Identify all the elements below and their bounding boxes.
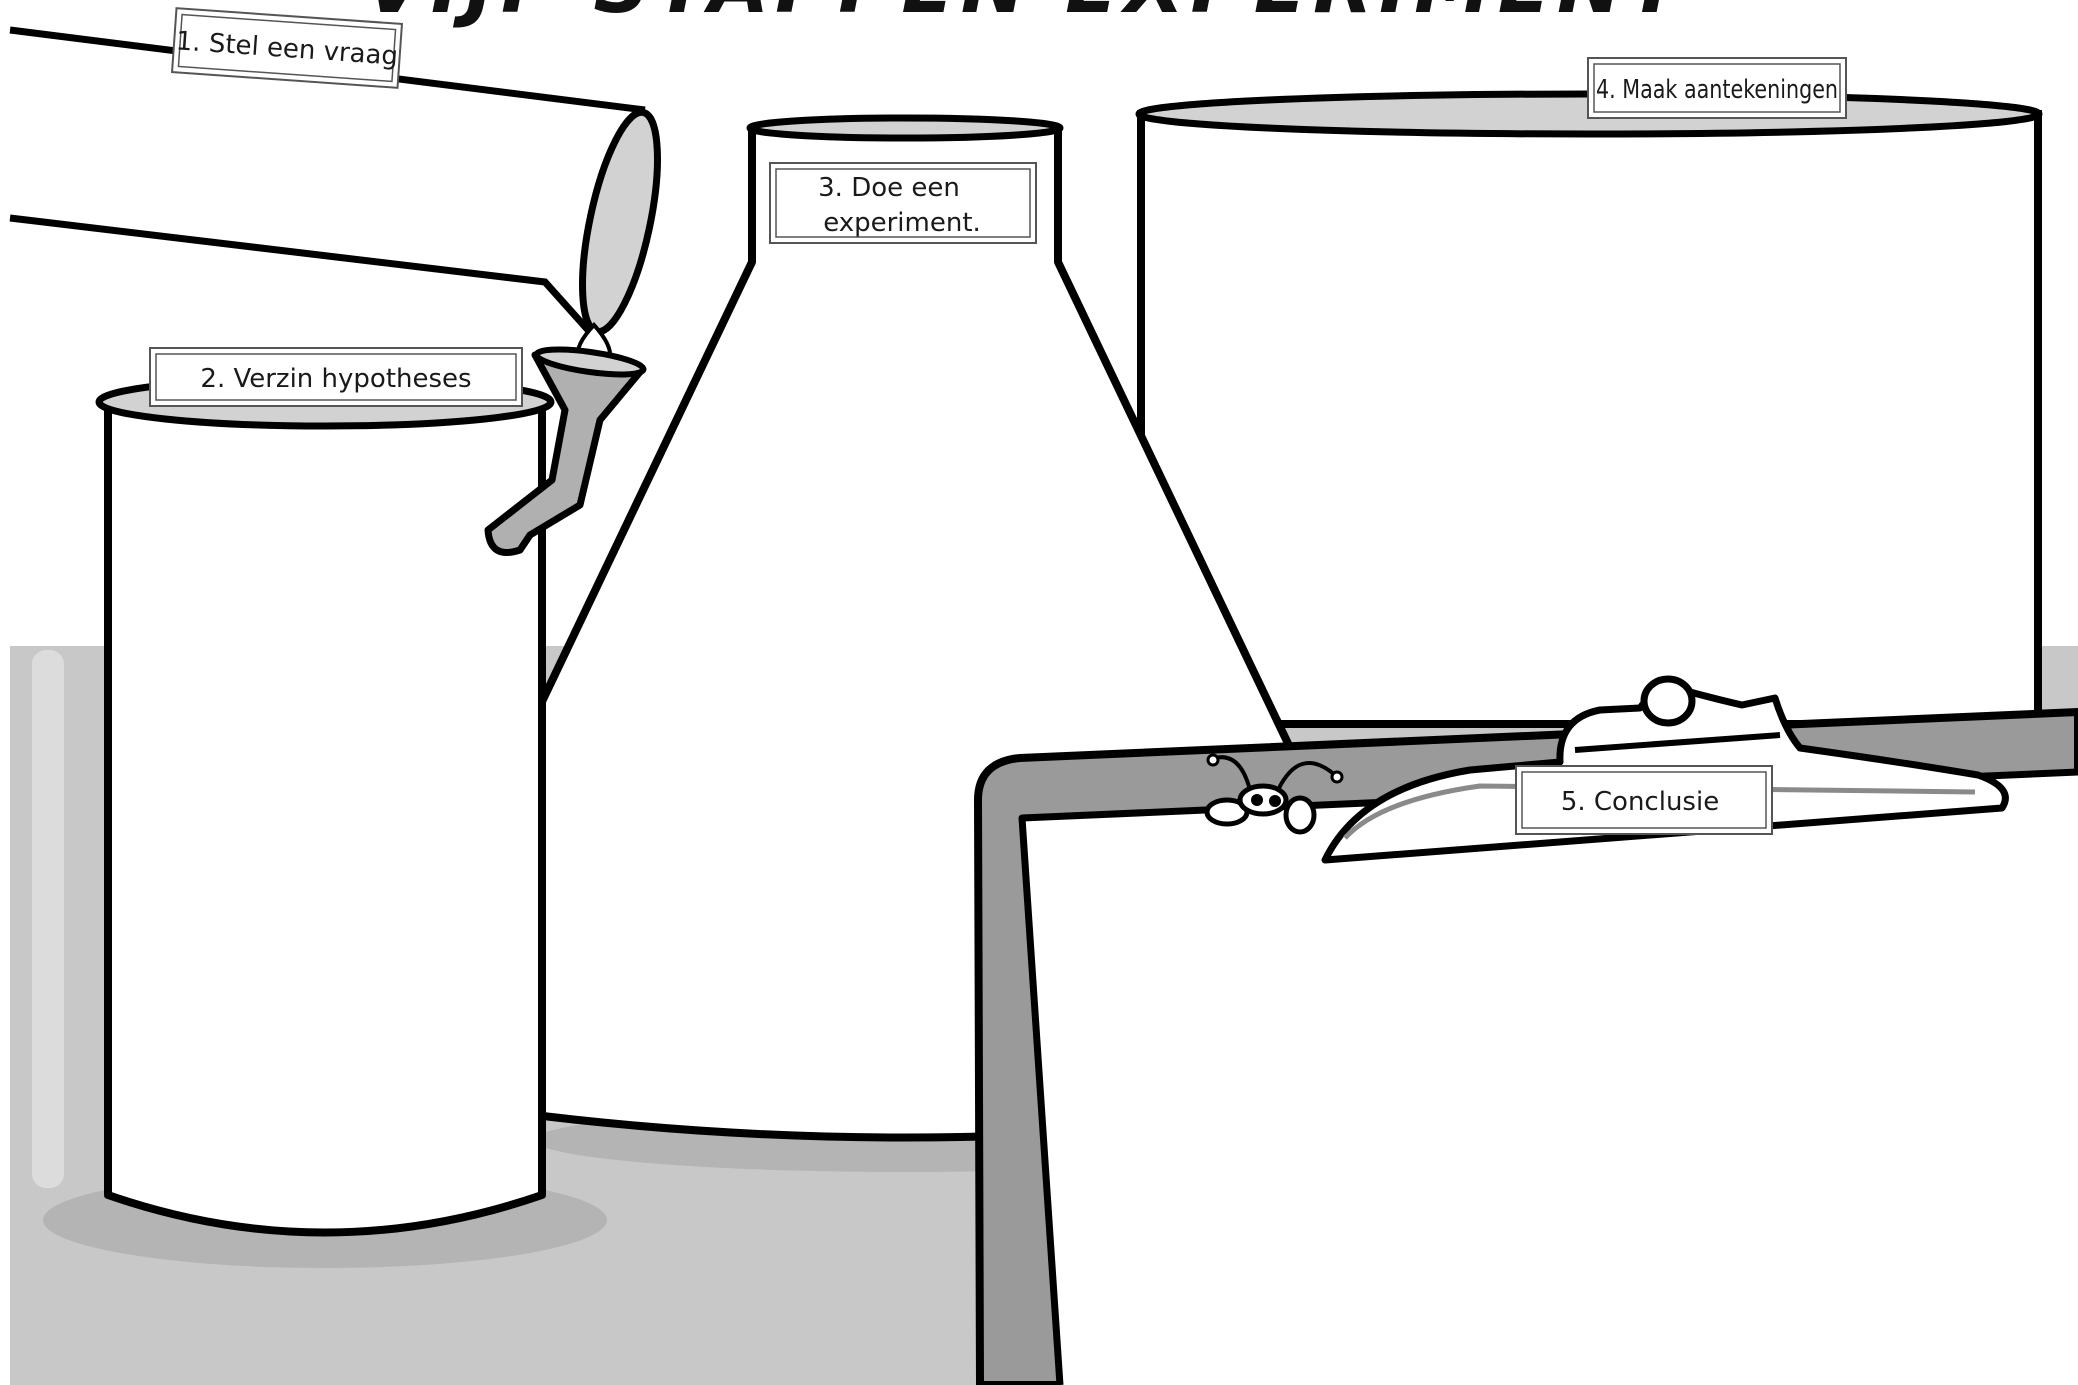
step-label-5: 5. Conclusie	[1516, 766, 1772, 834]
step-label-5-text: 5. Conclusie	[1561, 787, 1719, 817]
step-label-4: 4. Maak aantekeningen	[1588, 58, 1846, 118]
page-title: VIJF STAPPEN EXPERIMENT	[365, 0, 1688, 31]
step-label-3-line2: experiment.	[823, 208, 981, 238]
step-label-3: 3. Doe een experiment.	[770, 163, 1036, 243]
beaker-large	[1139, 94, 2039, 724]
step-label-4-text: 4. Maak aantekeningen	[1596, 75, 1838, 105]
step-label-2-text: 2. Verzin hypotheses	[200, 364, 471, 394]
table-highlight	[32, 650, 64, 1188]
step-label-2: 2. Verzin hypotheses	[150, 348, 522, 406]
step-label-3-line1: 3. Doe een	[818, 173, 960, 203]
